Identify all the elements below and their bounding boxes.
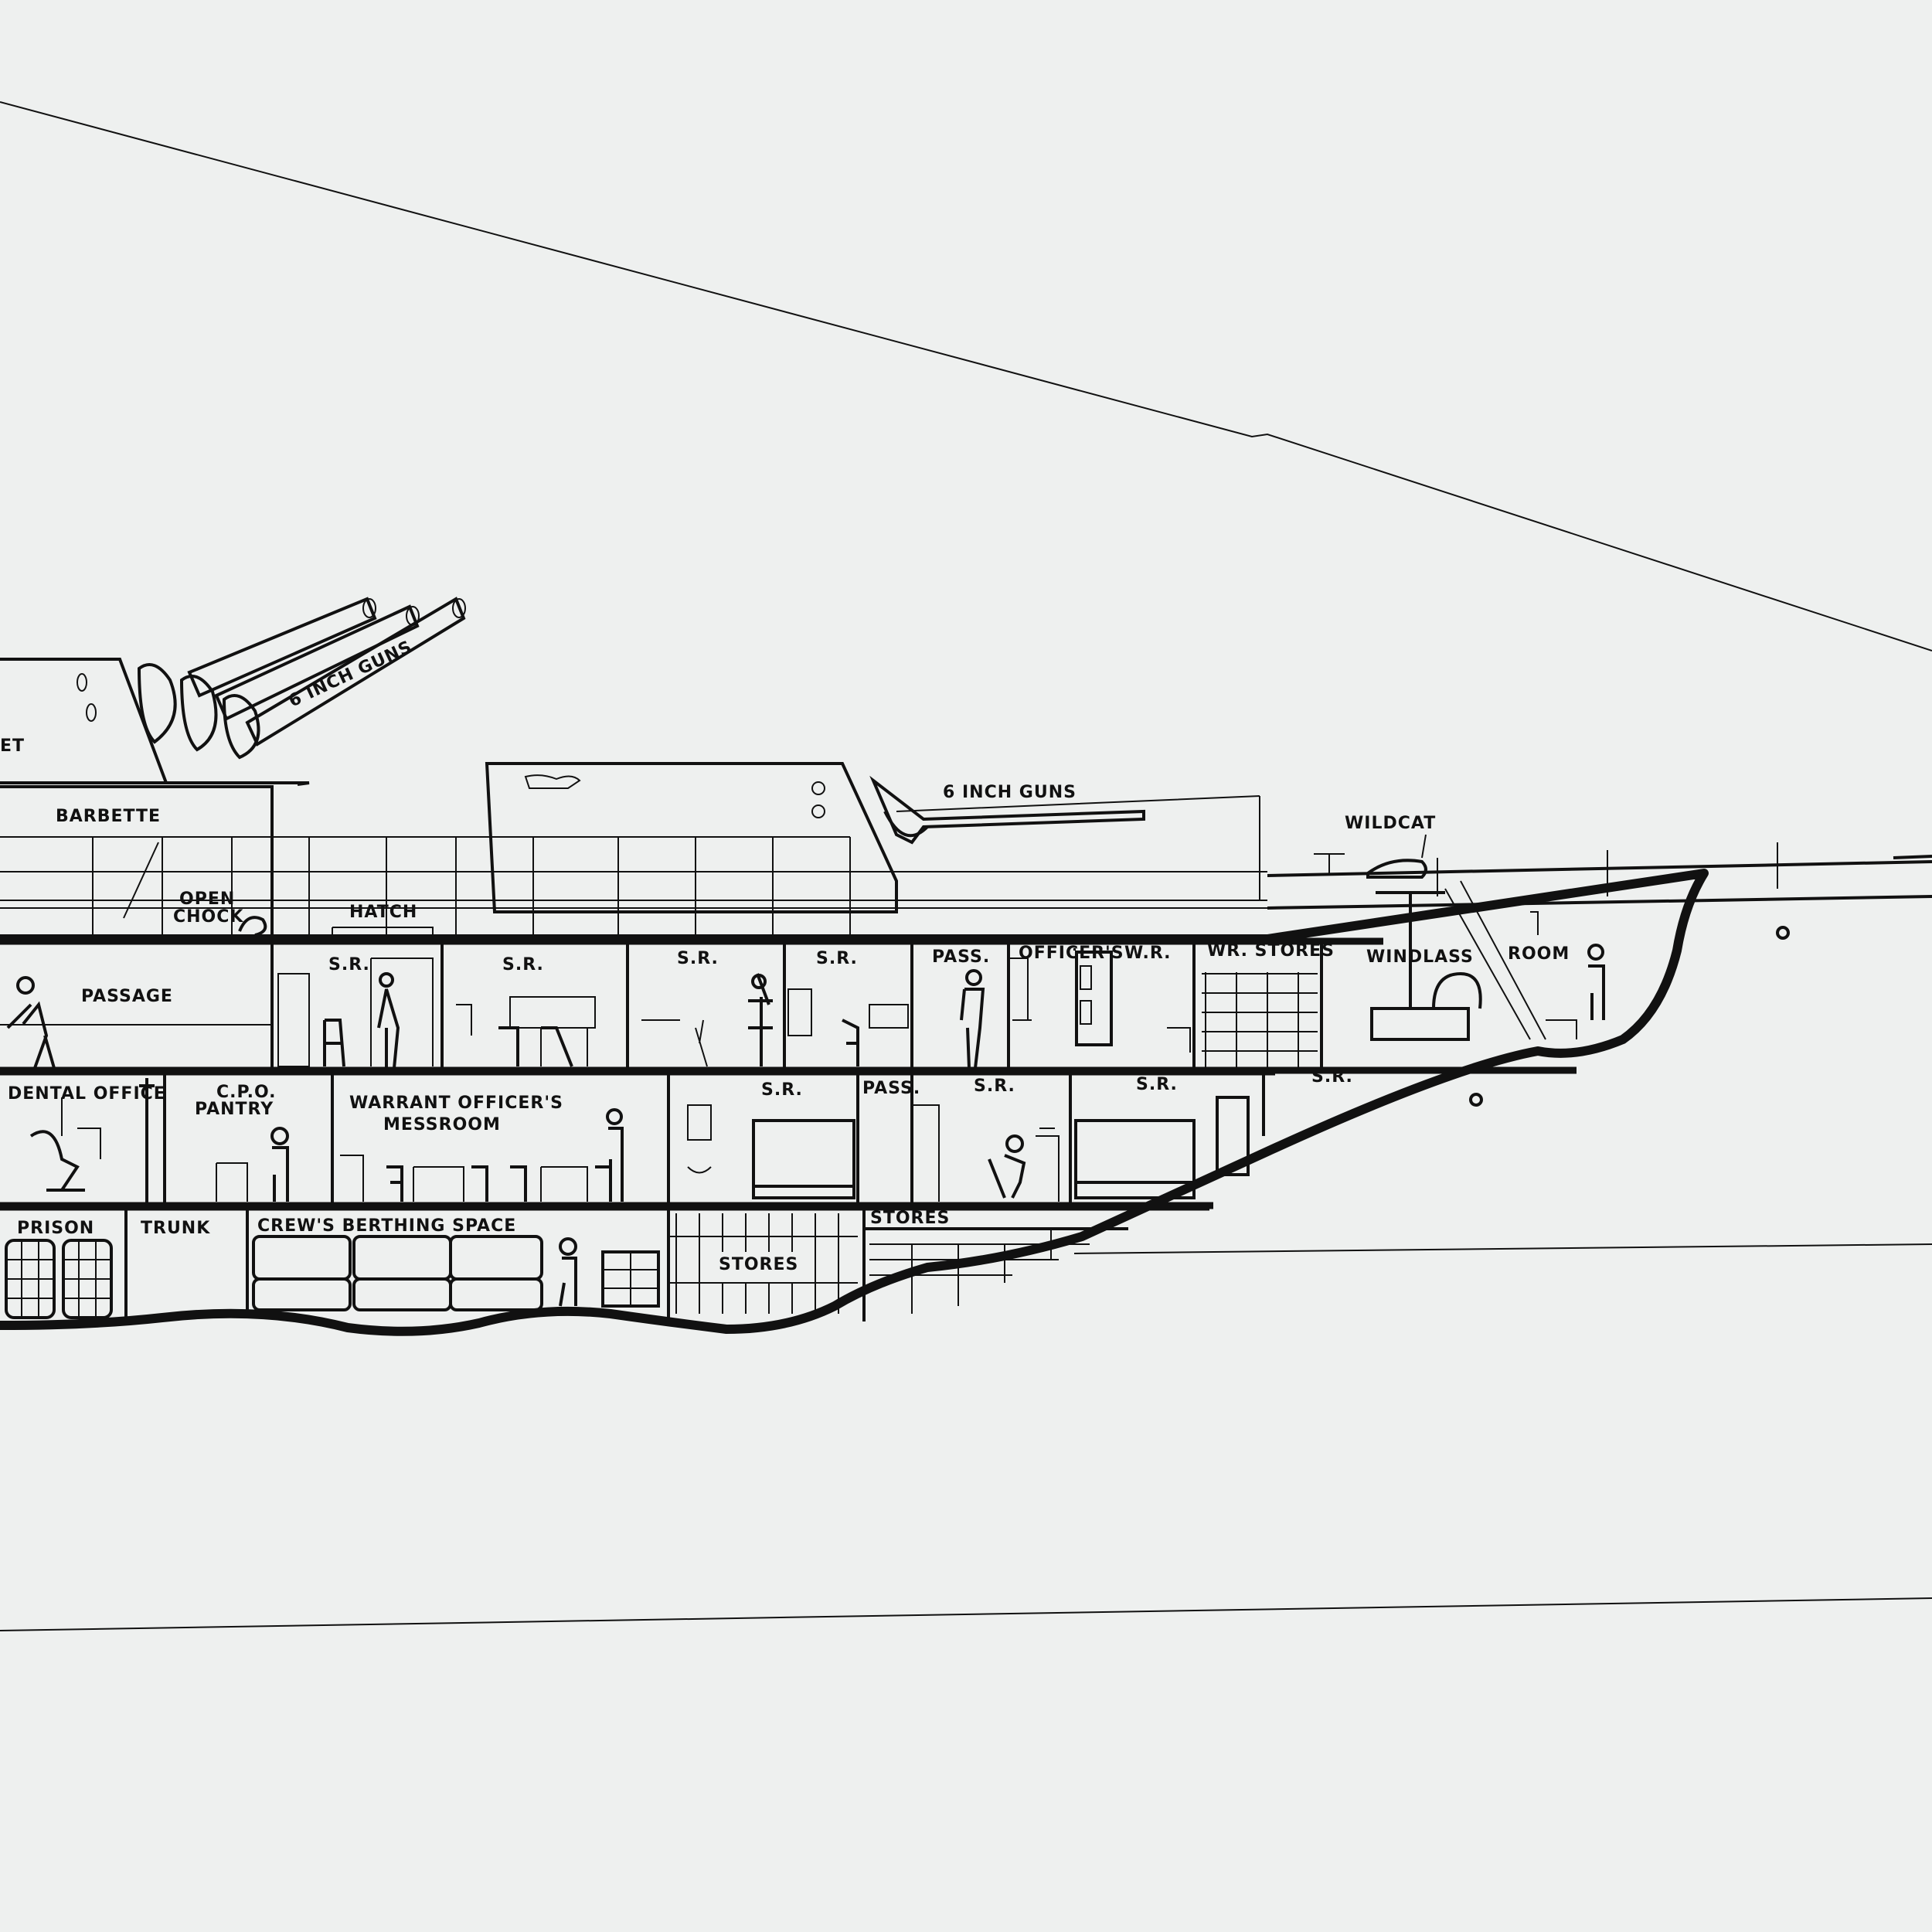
dental-office: DENTAL OFFICE	[8, 1078, 166, 1206]
dental-office-label: DENTAL OFFICE	[8, 1084, 166, 1104]
cpo-pantry-label-2: PANTRY	[195, 1100, 274, 1119]
open-chock-label-2: CHOCK	[173, 907, 243, 927]
trunk-label: TRUNK	[141, 1219, 210, 1238]
wr-stores-label: WR. STORES	[1207, 941, 1335, 961]
sr-3-label: S.R.	[677, 949, 719, 968]
sr-room-5: S.R.	[687, 1080, 855, 1199]
officers-wr-label-2: W.R.	[1124, 944, 1172, 963]
pass-2-room: PASS.	[862, 1079, 940, 1202]
prison-label: PRISON	[17, 1219, 94, 1238]
stores-1-label: STORES	[719, 1255, 798, 1274]
windlass-label: WINDLASS	[1366, 947, 1474, 967]
pass-1-room: PASS.	[932, 947, 990, 1069]
officers-wr-room: OFFICER'S W.R.	[1009, 944, 1191, 1053]
sr-1-label: S.R.	[328, 955, 370, 975]
sr-5-label: S.R.	[761, 1080, 803, 1100]
baseline	[0, 1597, 1932, 1631]
sr-2-label: S.R.	[502, 955, 544, 975]
forestay-line	[0, 101, 1932, 651]
stores-area-2: STORES	[869, 1209, 1090, 1314]
sr-7-label: S.R.	[1136, 1075, 1178, 1094]
windlass-room: WINDLASS ROOM	[1366, 880, 1605, 1041]
sr-6-label: S.R.	[974, 1077, 1015, 1096]
sr-room-8: S.R.	[1311, 1067, 1353, 1087]
wr-stores-room: WR. STORES	[1202, 941, 1335, 1068]
room-label: ROOM	[1508, 944, 1570, 964]
passage-label: PASSAGE	[81, 987, 173, 1006]
cpo-pantry: C.P.O. PANTRY	[195, 1083, 289, 1202]
prison: PRISON	[5, 1219, 113, 1319]
open-chock-label-1: OPEN	[179, 889, 235, 909]
crews-berthing-label: CREW'S BERTHING SPACE	[257, 1216, 516, 1236]
deck-railings	[0, 836, 1267, 937]
barbette: BARBETTE	[0, 785, 274, 939]
sr-room-6: S.R.	[974, 1077, 1060, 1202]
open-chock: OPEN CHOCK	[173, 889, 267, 937]
hull-outline	[0, 869, 1709, 1336]
sr-room-7: S.R.	[1074, 1075, 1250, 1199]
cpo-pantry-label-1: C.P.O.	[216, 1083, 277, 1102]
sr-4-label: S.R.	[816, 949, 858, 968]
stores-2-label: STORES	[870, 1209, 950, 1228]
sr-8-label: S.R.	[1311, 1067, 1353, 1087]
pass-1-label: PASS.	[932, 947, 990, 967]
crews-berthing-space: CREW'S BERTHING SPACE	[252, 1216, 660, 1311]
lower-deck-compartments	[0, 1203, 1209, 1325]
waterline	[1073, 1243, 1932, 1254]
warrant-label-2: MESSROOM	[383, 1115, 501, 1134]
warrant-label-1: WARRANT OFFICER'S	[349, 1094, 563, 1113]
forecastle-deck: WILDCAT	[1267, 814, 1932, 910]
pass-2-label: PASS.	[862, 1079, 920, 1098]
passage-room: PASSAGE	[0, 976, 272, 1069]
sr-room-4: S.R.	[787, 949, 909, 1066]
barbette-label: BARBETTE	[56, 807, 161, 826]
stores-area-1: STORES	[668, 1213, 858, 1314]
trunk: TRUNK	[141, 1219, 210, 1238]
hatch-label: HATCH	[349, 903, 417, 922]
wildcat-label: WILDCAT	[1345, 814, 1436, 833]
turret-label: ET	[0, 736, 25, 756]
sr-room-3: S.R.	[641, 949, 773, 1067]
sr-room-2: S.R.	[456, 955, 596, 1067]
hull-fittings	[1469, 926, 1790, 1107]
warrant-officers-messroom: WARRANT OFFICER'S MESSROOM	[340, 1094, 624, 1202]
sr-room-1: S.R.	[277, 955, 434, 1069]
forward-turret: ET	[0, 658, 310, 786]
lower-guns-label: 6 INCH GUNS	[943, 783, 1077, 802]
lower-6-inch-gun-mount: 6 INCH GUNS	[485, 762, 1260, 913]
